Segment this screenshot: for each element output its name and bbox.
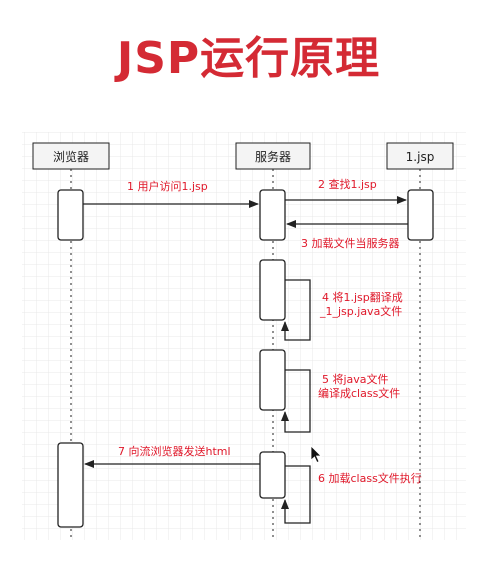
activation-server-1	[259, 189, 286, 241]
message-m3-label: 3 加载文件当服务器	[301, 236, 400, 250]
page-title: JSP运行原理	[116, 33, 381, 84]
participant-server-label: 服务器	[255, 149, 291, 164]
arrow-m4-self	[281, 279, 311, 341]
message-m4-label-line1: 4 将1.jsp翻译成	[322, 290, 403, 304]
activation-browser-1	[57, 189, 84, 241]
participant-browser: 浏览器	[32, 142, 110, 170]
mouse-cursor-icon	[310, 445, 322, 464]
arrow-m5-self	[281, 369, 311, 433]
message-m5-label-line2: 编译成class文件	[318, 386, 400, 400]
activation-server-4	[259, 451, 286, 499]
message-m1-label: 1 用户访问1.jsp	[127, 179, 208, 193]
message-m2-label: 2 查找1.jsp	[318, 177, 377, 191]
activation-browser-2	[57, 442, 84, 528]
message-m5-label-line1: 5 将java文件	[322, 372, 389, 386]
participant-browser-label: 浏览器	[53, 149, 89, 164]
activation-server-3	[259, 349, 286, 411]
arrow-m6-self	[281, 465, 311, 524]
participant-jsp-label: 1.jsp	[406, 150, 435, 164]
message-m7-label: 7 向流浏览器发送html	[118, 444, 231, 458]
message-m4-label-line2: _1_jsp.java文件	[319, 304, 402, 318]
message-m6-label: 6 加载class文件执行	[318, 471, 422, 485]
activation-server-2	[259, 259, 286, 321]
participant-server: 服务器	[235, 142, 311, 170]
activation-jsp-1	[407, 189, 434, 241]
participant-jsp: 1.jsp	[386, 142, 454, 170]
